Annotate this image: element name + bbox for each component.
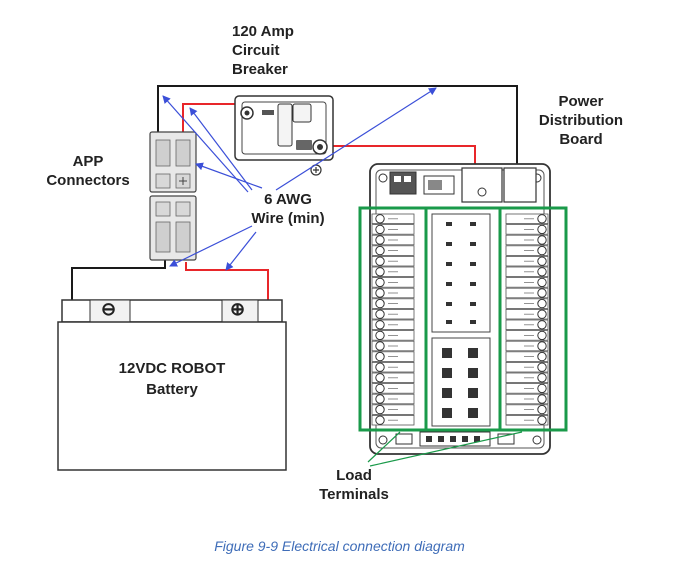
- load-terminal-screw: [375, 245, 385, 256]
- breaker-label-line-3: Breaker: [232, 61, 288, 78]
- wire-label-line-1: 6 AWG: [264, 191, 312, 208]
- pointer-arrow-6: [225, 231, 257, 271]
- load-terminal-screw: [375, 404, 385, 415]
- circuit-breaker: [234, 95, 334, 176]
- load-terminal-screw: [537, 362, 547, 372]
- load-terminal-screw: [375, 373, 385, 383]
- load-terminal-screw: [537, 235, 547, 245]
- load-terminal-screw: [537, 415, 547, 425]
- load-terminal-screw: [537, 277, 547, 288]
- battery-label-line-2: Battery: [146, 381, 198, 398]
- load-terminal-screw: [375, 277, 385, 288]
- load-terminal-screw: [537, 309, 547, 319]
- load-terminal-screw: [375, 235, 385, 245]
- load-terminal-screw: [375, 298, 385, 309]
- pdb-label-line-2: Distribution: [538, 112, 624, 129]
- load-terminal-screw: [375, 362, 385, 372]
- pdb-label: Power Distribution Board: [526, 92, 636, 149]
- breaker-label-line-2: Circuit: [232, 42, 280, 59]
- battery-label-line-1: 12VDC ROBOT: [118, 360, 226, 377]
- breaker-label: 120 Amp Circuit Breaker: [232, 22, 294, 79]
- load-terminal-screw: [375, 394, 385, 404]
- wire-label-line-2: Wire (min): [251, 210, 325, 227]
- negative-wire-battery: [71, 258, 166, 302]
- power-distribution-board: [369, 163, 551, 455]
- load-terminal-screw: [537, 320, 547, 330]
- load-terminal-screw: [537, 404, 547, 415]
- battery-negative-terminal: ⊖: [101, 299, 117, 319]
- figure-caption: Figure 9-9 Electrical connection diagram: [214, 538, 465, 554]
- load-terminal-screw: [375, 351, 385, 362]
- load-terminal-screw: [375, 256, 385, 266]
- load-terminal-screw: [537, 383, 547, 394]
- battery-positive-terminal: ⊕: [230, 299, 246, 319]
- app-label-line-2: Connectors: [46, 172, 130, 189]
- load-terminal-screw: [375, 341, 385, 351]
- app-label-line-1: APP: [72, 153, 104, 170]
- pointer-arrow-2: [189, 107, 253, 191]
- load-terminal-screw: [537, 267, 547, 277]
- highlight-center: [424, 206, 502, 432]
- battery: [57, 299, 287, 471]
- pointer-arrow-5: [169, 225, 253, 267]
- load-terminals-right: [505, 213, 549, 426]
- load-terminal-screw: [375, 288, 385, 298]
- load-terminal-screw: [375, 415, 385, 425]
- load-terminal-screw: [537, 224, 547, 235]
- pointer-arrows: [162, 87, 437, 271]
- app-connectors: [149, 131, 197, 261]
- load-label-line-2: Terminals: [319, 486, 389, 503]
- load-terminal-screw: [537, 245, 547, 256]
- negative-wires: [71, 85, 518, 302]
- load-pointer-lines: [367, 431, 523, 467]
- load-terminal-screw: [537, 214, 547, 224]
- pdb-label-line-3: Board: [559, 131, 603, 148]
- load-terminal-screw: [375, 224, 385, 235]
- load-terminal-screw: [537, 256, 547, 266]
- pointer-arrow-1: [162, 95, 249, 193]
- load-label-line-1: Load: [336, 467, 372, 484]
- battery-label: 12VDC ROBOT Battery: [58, 358, 286, 400]
- load-terminal-screw: [375, 320, 385, 330]
- positive-wire-app-to-breaker: [182, 103, 237, 134]
- wire-label: 6 AWG Wire (min): [236, 190, 340, 228]
- load-terminal-screw: [375, 309, 385, 319]
- pointer-arrow-4: [275, 87, 437, 191]
- load-label: Load Terminals: [304, 466, 404, 504]
- load-terminal-screw: [537, 298, 547, 309]
- breaker-label-line-1: 120 Amp: [232, 23, 294, 40]
- negative-wire-top-loop: [157, 85, 518, 164]
- pdb-label-line-1: Power: [558, 93, 604, 110]
- load-terminal-screw: [537, 341, 547, 351]
- load-terminal-screw: [537, 330, 547, 341]
- load-terminal-screw: [375, 330, 385, 341]
- load-terminal-screw: [375, 214, 385, 224]
- load-terminal-screw: [537, 288, 547, 298]
- load-terminal-highlight: [358, 206, 568, 432]
- load-terminal-screw: [375, 267, 385, 277]
- load-terminal-screw: [537, 394, 547, 404]
- load-terminal-screw: [375, 383, 385, 394]
- app-label: APP Connectors: [34, 152, 142, 190]
- load-terminal-screw: [537, 351, 547, 362]
- pointer-arrow-3: [195, 162, 263, 189]
- load-terminals-left: [371, 213, 415, 426]
- load-terminal-screw: [537, 373, 547, 383]
